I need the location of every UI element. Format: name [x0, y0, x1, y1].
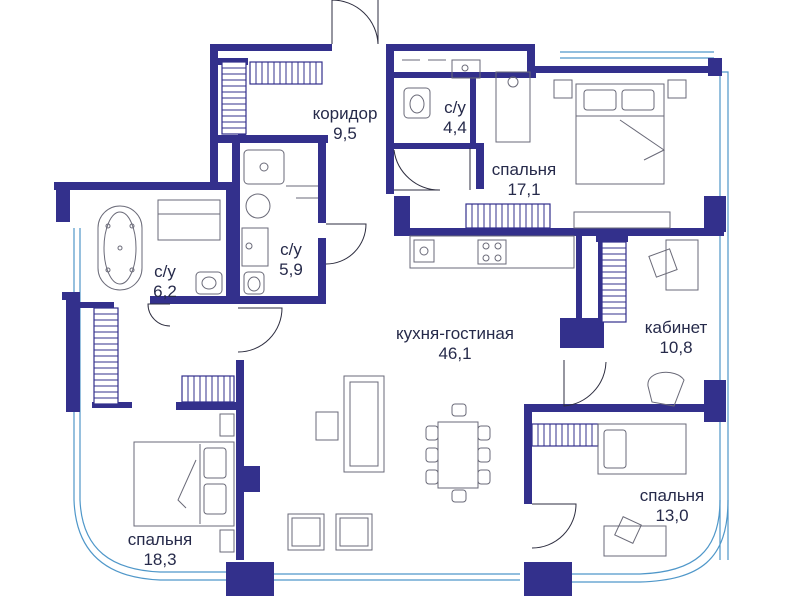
room-area: 18,3 — [143, 550, 177, 569]
room-area: 6,2 — [153, 282, 177, 301]
doors — [147, 0, 607, 549]
room-name: кабинет — [644, 318, 708, 337]
room-label-bedroom1: спальня 17,1 — [474, 160, 574, 200]
kitchen-fixtures — [409, 235, 575, 269]
glazing — [73, 51, 729, 583]
fixtures — [97, 59, 531, 295]
room-label-bath3: с/у 6,2 — [140, 262, 190, 302]
room-area: 5,9 — [279, 260, 303, 279]
room-label-bedroom3: спальня 18,3 — [110, 530, 210, 570]
room-label-bath2: с/у 5,9 — [266, 240, 316, 280]
room-label-corridor: коридор 9,5 — [300, 104, 390, 144]
room-name: спальня — [639, 486, 705, 505]
room-name: с/у — [154, 262, 176, 281]
room-label-study: кабинет 10,8 — [626, 318, 726, 358]
room-label-bedroom2: спальня 13,0 — [622, 486, 722, 526]
room-name: кухня-гостиная — [396, 324, 514, 343]
room-area: 17,1 — [507, 180, 541, 199]
room-area: 4,4 — [443, 118, 467, 137]
room-area: 10,8 — [659, 338, 693, 357]
room-name: коридор — [312, 104, 378, 123]
study-furniture — [647, 239, 699, 407]
bedroom1-furniture — [553, 79, 687, 229]
room-area: 46,1 — [438, 344, 472, 363]
room-area: 13,0 — [655, 506, 689, 525]
room-name: спальня — [491, 160, 557, 179]
bedroom2-furniture — [597, 423, 687, 557]
room-name: с/у — [280, 240, 302, 259]
room-label-living: кухня-гостиная 46,1 — [370, 324, 540, 364]
room-name: спальня — [127, 530, 193, 549]
room-name: с/у — [444, 98, 466, 117]
room-area: 9,5 — [333, 124, 357, 143]
room-label-bath1: с/у 4,4 — [430, 98, 480, 138]
wardrobes — [93, 61, 627, 447]
bedroom3-furniture — [133, 413, 235, 553]
living-furniture — [287, 375, 491, 551]
